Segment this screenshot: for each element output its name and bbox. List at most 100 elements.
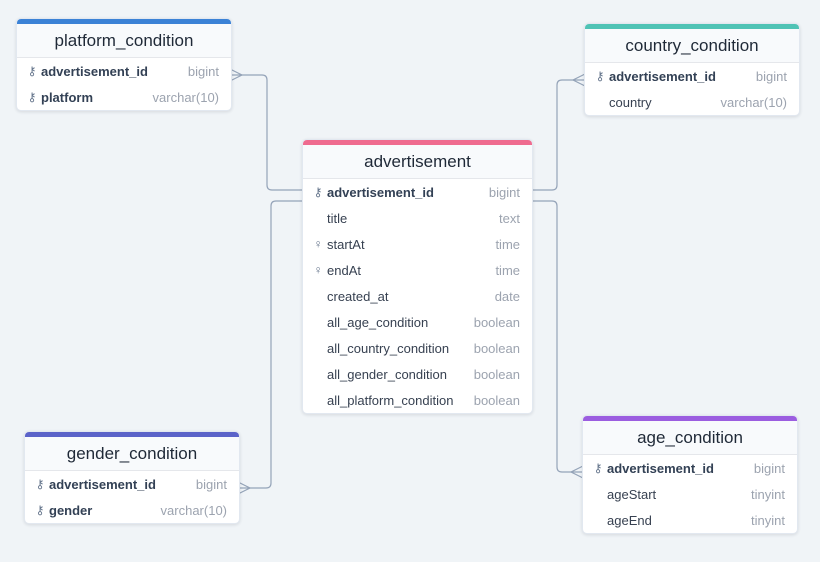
- table-color-bar: [303, 140, 532, 145]
- field-row[interactable]: ⚷ advertisement_id bigint: [303, 179, 532, 205]
- field-name-group: all_platform_condition: [311, 393, 453, 408]
- table-title[interactable]: country_condition: [585, 29, 799, 63]
- field-name: title: [327, 210, 348, 226]
- field-name-group: ⚷gender: [33, 503, 93, 518]
- field-type: time: [495, 236, 520, 252]
- field-name-group: title: [311, 211, 347, 226]
- field-row[interactable]: all_age_condition boolean: [303, 309, 532, 335]
- field-list: ⚷ advertisement_id bigint country varchar(10…: [585, 63, 799, 115]
- field-type: boolean: [473, 314, 520, 330]
- field-row[interactable]: ⚷advertisement_id bigint: [583, 455, 797, 481]
- table-color-bar: [17, 19, 231, 24]
- field-name: platform: [41, 89, 93, 105]
- key-icon: ⚷: [313, 185, 323, 199]
- field-name: all_age_condition: [327, 314, 429, 330]
- key-icon: ⚷: [595, 69, 605, 83]
- field-row[interactable]: ageStart tinyint: [583, 481, 797, 507]
- field-name: ageStart: [607, 486, 657, 502]
- field-name-group: ⚷ advertisement_id: [25, 64, 148, 79]
- table-color-bar: [25, 432, 239, 437]
- field-type: bigint: [187, 63, 219, 79]
- field-type: bigint: [195, 476, 227, 492]
- connector-country-advertisement: [531, 79, 585, 191]
- field-type: date: [494, 288, 520, 304]
- field-row[interactable]: ⚷ advertisement_id bigint: [17, 58, 231, 84]
- field-name: all_gender_condition: [327, 366, 447, 382]
- connector-age-advertisement: [531, 200, 583, 473]
- field-name: created_at: [327, 288, 389, 304]
- field-name: startAt: [327, 236, 365, 252]
- field-type: tinyint: [751, 486, 785, 502]
- key-icon: ⚷: [27, 64, 37, 78]
- field-type: varchar(10): [720, 94, 787, 110]
- field-name: advertisement_id: [41, 63, 148, 79]
- pin-index-icon: ♀: [313, 263, 323, 277]
- connector-platform-advertisement: [230, 74, 303, 191]
- field-type: boolean: [473, 392, 520, 408]
- field-name-group: ageStart: [591, 487, 656, 502]
- table-title[interactable]: platform_condition: [17, 24, 231, 58]
- field-type: bigint: [755, 68, 787, 84]
- field-name-group: ⚷ advertisement_id: [311, 185, 434, 200]
- field-type: bigint: [753, 460, 785, 476]
- field-name-group: ♀ startAt: [311, 237, 365, 252]
- field-name-group: ageEnd: [591, 513, 652, 528]
- field-name-group: all_age_condition: [311, 315, 428, 330]
- field-name-group: country: [593, 95, 652, 110]
- field-name: advertisement_id: [607, 460, 714, 476]
- field-name-group: ⚷advertisement_id: [591, 461, 714, 476]
- field-name-group: created_at: [311, 289, 388, 304]
- table-advertisement[interactable]: advertisement ⚷ advertisement_id bigint tit…: [302, 139, 533, 414]
- key-icon: ⚷: [35, 477, 45, 491]
- field-type: text: [499, 210, 520, 226]
- field-row[interactable]: ⚷ platform varchar(10): [17, 84, 231, 110]
- field-type: tinyint: [751, 512, 785, 528]
- field-type: varchar(10): [152, 89, 219, 105]
- field-row[interactable]: ⚷gender varchar(10): [25, 497, 239, 523]
- field-name: advertisement_id: [327, 184, 434, 200]
- key-icon: ⚷: [27, 90, 37, 104]
- pin-index-icon: ♀: [313, 237, 323, 251]
- field-name: country: [609, 94, 652, 110]
- field-name-group: ⚷ platform: [25, 90, 93, 105]
- field-row[interactable]: ⚷ advertisement_id bigint: [25, 471, 239, 497]
- table-title[interactable]: age_condition: [583, 421, 797, 455]
- field-type: time: [495, 262, 520, 278]
- table-country-condition[interactable]: country_condition ⚷ advertisement_id bigin…: [584, 23, 800, 116]
- table-platform-condition[interactable]: platform_condition ⚷ advertisement_id bigi…: [16, 18, 232, 111]
- field-type: boolean: [473, 366, 520, 382]
- field-row[interactable]: all_country_condition boolean: [303, 335, 532, 361]
- field-name: advertisement_id: [609, 68, 716, 84]
- field-type: varchar(10): [160, 502, 227, 518]
- field-row[interactable]: created_at date: [303, 283, 532, 309]
- table-title[interactable]: gender_condition: [25, 437, 239, 471]
- field-row[interactable]: all_gender_condition boolean: [303, 361, 532, 387]
- field-name: advertisement_id: [49, 476, 156, 492]
- field-type: bigint: [488, 184, 520, 200]
- field-list: ⚷ advertisement_id bigint ⚷ platform varchar(…: [17, 58, 231, 110]
- field-name-group: ♀ endAt: [311, 263, 361, 278]
- field-name-group: ⚷ advertisement_id: [33, 477, 156, 492]
- field-row[interactable]: title text: [303, 205, 532, 231]
- field-row[interactable]: ageEnd tinyint: [583, 507, 797, 533]
- field-name: endAt: [327, 262, 361, 278]
- table-color-bar: [585, 24, 799, 29]
- field-row[interactable]: ⚷ advertisement_id bigint: [585, 63, 799, 89]
- field-row[interactable]: ♀ endAt time: [303, 257, 532, 283]
- table-age-condition[interactable]: age_condition ⚷advertisement_id bigint age…: [582, 415, 798, 534]
- table-title[interactable]: advertisement: [303, 145, 532, 179]
- field-row[interactable]: country varchar(10): [585, 89, 799, 115]
- field-row[interactable]: ♀ startAt time: [303, 231, 532, 257]
- field-name-group: all_country_condition: [311, 341, 449, 356]
- field-name: all_platform_condition: [327, 392, 454, 408]
- connector-gender-advertisement: [238, 200, 303, 489]
- field-name: ageEnd: [607, 512, 652, 528]
- field-row[interactable]: all_platform_condition boolean: [303, 387, 532, 413]
- field-type: boolean: [473, 340, 520, 356]
- field-name-group: all_gender_condition: [311, 367, 447, 382]
- table-gender-condition[interactable]: gender_condition ⚷ advertisement_id bigint…: [24, 431, 240, 524]
- key-icon: ⚷: [35, 503, 45, 517]
- field-name-group: ⚷ advertisement_id: [593, 69, 716, 84]
- field-list: ⚷ advertisement_id bigint ⚷gender varchar(10…: [25, 471, 239, 523]
